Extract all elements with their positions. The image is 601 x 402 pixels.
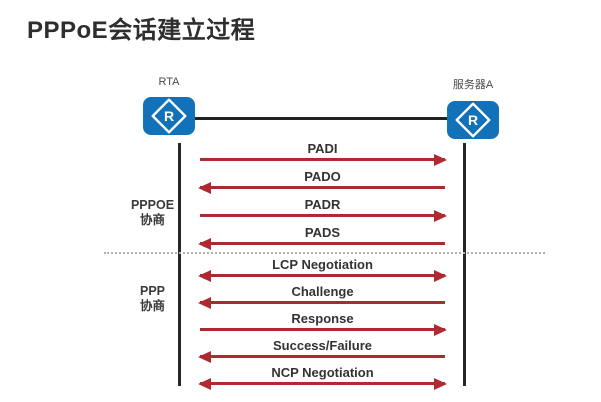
arrow-right-icon xyxy=(200,328,445,331)
link-line xyxy=(195,117,447,120)
message-label: Success/Failure xyxy=(273,338,372,353)
entity-rta-label: RTA xyxy=(158,76,180,88)
message-label: PADO xyxy=(304,169,341,184)
phase-label-line: 协商 xyxy=(139,299,165,313)
message-label: PADS xyxy=(304,225,341,240)
phase-separator-dotted-line xyxy=(104,252,545,254)
entity-server-a: 服务器A R xyxy=(447,76,499,139)
phase-label-line: PPPOE xyxy=(130,198,175,212)
arrow-left-icon xyxy=(200,242,445,245)
message-row: NCP Negotiation xyxy=(180,364,465,390)
phase-label-ppp: PPP 协商 xyxy=(110,284,195,314)
message-row: Challenge xyxy=(180,283,465,309)
message-row: PADR xyxy=(180,196,465,222)
arrow-left-icon xyxy=(200,355,445,358)
message-row: PADO xyxy=(180,168,465,194)
phase-label-line: PPP xyxy=(139,284,165,298)
message-row: LCP Negotiation xyxy=(180,256,465,282)
arrow-left-icon xyxy=(200,186,445,189)
message-label: PADI xyxy=(307,141,338,156)
arrow-right-icon xyxy=(200,214,445,217)
message-label: NCP Negotiation xyxy=(271,365,374,380)
message-label: Response xyxy=(291,311,354,326)
arrow-both-icon xyxy=(200,382,445,385)
message-row: Response xyxy=(180,310,465,336)
router-icon: R xyxy=(447,101,499,139)
svg-text:R: R xyxy=(164,108,174,124)
phase-label-line: 协商 xyxy=(139,213,165,227)
message-label: Challenge xyxy=(291,284,354,299)
arrow-both-icon xyxy=(200,274,445,277)
message-row: Success/Failure xyxy=(180,337,465,363)
router-icon: R xyxy=(143,97,195,135)
entity-rta: RTA R xyxy=(143,76,195,135)
lifeline-rta xyxy=(178,143,181,386)
message-row: PADI xyxy=(180,140,465,166)
svg-text:R: R xyxy=(468,112,478,128)
page-title: PPPoE会话建立过程 xyxy=(27,17,256,44)
entity-server-a-label: 服务器A xyxy=(452,79,494,91)
message-row: PADS xyxy=(180,224,465,250)
message-label: PADR xyxy=(304,197,341,212)
message-label: LCP Negotiation xyxy=(272,257,373,272)
arrow-left-icon xyxy=(200,301,445,304)
arrow-right-icon xyxy=(200,158,445,161)
lifeline-server-a xyxy=(463,143,466,386)
phase-label-pppoe: PPPOE 协商 xyxy=(110,198,195,228)
